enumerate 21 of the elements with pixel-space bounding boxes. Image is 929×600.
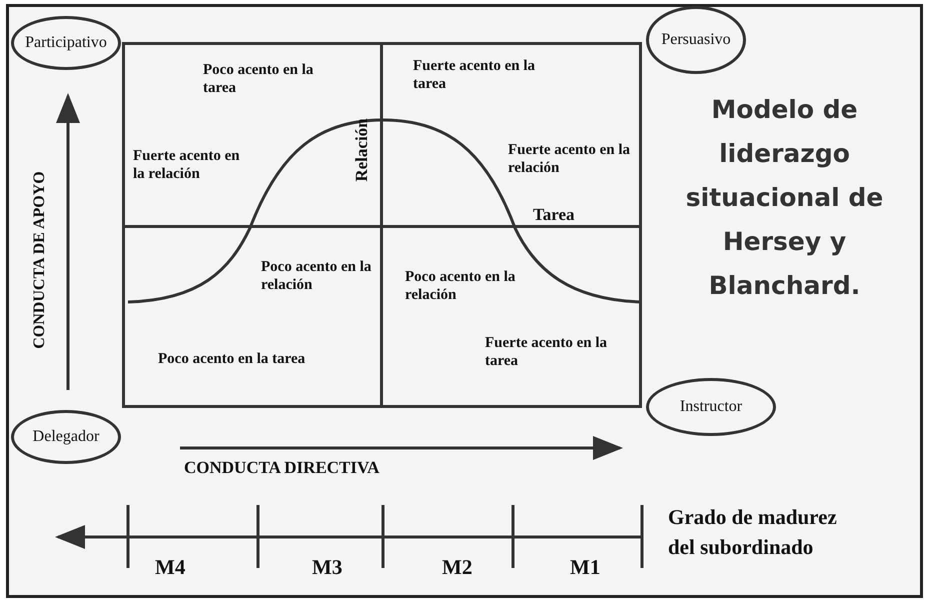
axis-label: CONDUCTA DE APOYO (31, 171, 49, 349)
quadrant-text: Poco acento en la tarea (158, 350, 306, 368)
axis-label: Tarea (533, 205, 575, 225)
stage-label: M4 (155, 555, 186, 580)
quadrant-text: Fuerte acento en la relación (508, 141, 632, 177)
matrix-quadrant (383, 228, 642, 408)
matrix-quadrant (122, 228, 383, 408)
quadrant-text: Poco acento en la relación (261, 258, 372, 294)
quadrant-text: Fuerte acento en la tarea (413, 57, 536, 93)
matrix-quadrant (122, 42, 383, 228)
title-text: Modelo de liderazgo situacional de Hersey y Blanchard. (684, 94, 884, 302)
quadrant-text: Fuerte acento en la relación (133, 147, 241, 183)
stage-label: M2 (442, 555, 472, 580)
axis-label: Grado de madurez del subordinado (668, 504, 838, 561)
quadrant-text: Fuerte acento en la tarea (485, 334, 608, 370)
quadrant-text: Poco acento en la relación (405, 268, 516, 304)
matrix-quadrant (383, 42, 642, 228)
quadrant-text: Poco acento en la tarea (203, 61, 314, 97)
stage-label: M1 (570, 555, 600, 580)
stage-label: M3 (312, 555, 342, 580)
axis-label: CONDUCTA DIRECTIVA (184, 458, 380, 478)
